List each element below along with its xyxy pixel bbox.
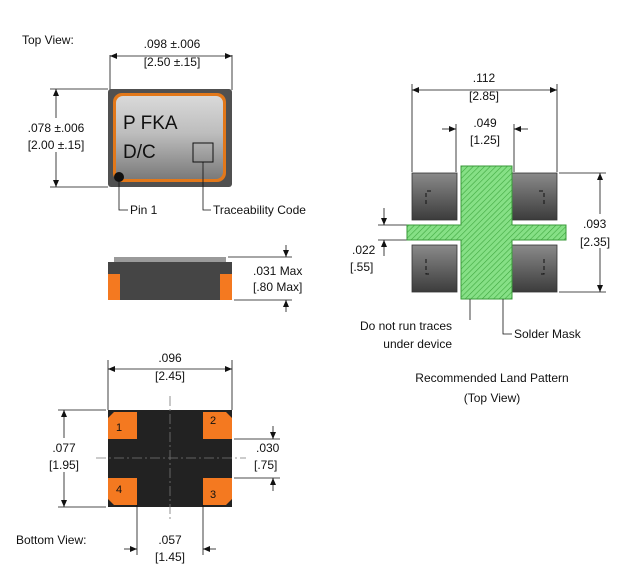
top-view-width-dimension: .098 ±.006 [2.50 ±.15] [109,37,233,90]
traceability-label: Traceability Code [213,203,306,217]
solder-mask-callout-line [502,299,512,335]
pad-3: 3 [203,478,232,505]
pad-4: 4 [108,478,137,505]
land-width-mm: [2.85] [469,89,499,103]
land-width-dimension: .112 [2.85] [411,71,558,172]
no-trace-keepout-area [406,165,567,300]
land-gap-dimension: .049 [1.25] [442,116,528,172]
land-gap-inch: .049 [473,116,497,130]
bottom-view: Bottom View: .096 [2.45] .077 [1.95] [16,351,280,564]
top-view-title: Top View: [22,33,74,47]
land-width-inch: .112 [473,71,496,85]
no-traces-line1: Do not run traces [360,319,452,333]
pad-pitch-mm: [1.45] [155,550,185,564]
solder-mask-label: Solder Mask [514,327,582,341]
top-width-inch: .098 ±.006 [144,37,201,51]
pin1-dot [114,172,124,182]
land-gap-mm: [1.25] [470,133,500,147]
side-terminal-right [220,274,232,300]
land-trace-dimension: .022 [.55] [350,208,408,274]
svg-text:2: 2 [210,415,216,427]
pad-2: 2 [203,412,232,439]
side-height-dimension: .031 Max [.80 Max] [228,245,302,312]
side-terminal-left [108,274,120,300]
land-pad-bottom-right [511,244,558,293]
top-height-mm: [2.00 ±.15] [28,138,85,152]
side-lid [114,257,226,262]
bottom-height-mm: [1.95] [49,458,79,472]
pad-size-mm: [.75] [254,458,277,472]
land-pattern-caption: Recommended Land Pattern [415,371,568,385]
side-height-mm: [.80 Max] [253,280,302,294]
land-pad-bottom-left [411,244,458,293]
bottom-width-dimension: .096 [2.45] [107,351,233,410]
pad-size-dimension: .030 [.75] [234,426,280,491]
land-height-dimension: .093 [2.35] [559,172,622,293]
bottom-width-inch: .096 [158,351,182,365]
side-body [108,262,232,300]
side-view: .031 Max [.80 Max] [108,245,302,312]
bottom-view-title: Bottom View: [16,533,86,547]
pin1-label: Pin 1 [130,203,158,217]
land-trace-inch: .022 [352,243,376,257]
top-width-mm: [2.50 ±.15] [144,55,201,69]
pad-pitch-inch: .057 [158,533,182,547]
bottom-height-dimension: .077 [1.95] [38,409,106,508]
top-view-callouts: Pin 1 Traceability Code [118,162,306,217]
package-marking-line1: P FKA [123,113,178,134]
top-view-height-dimension: .078 ±.006 [2.00 ±.15] [14,88,108,188]
svg-text:4: 4 [116,484,122,496]
package-top: P FKA D/C [108,89,232,187]
land-pad-top-left [411,172,458,221]
land-height-inch: .093 [583,217,607,231]
land-pad-top-right [511,172,558,221]
package-lid [116,96,223,179]
land-pattern: .112 [2.85] .049 [1.25] .093 [2.35] [350,71,622,405]
package-outline-dashed [425,190,545,275]
pad-pitch-dimension: .057 [1.45] [124,505,216,564]
svg-text:1: 1 [116,422,122,434]
pad-1: 1 [108,412,137,439]
top-view: Top View: .098 ±.006 [2.50 ±.15] .078 ±.… [14,33,306,217]
package-marking-line2: D/C [123,142,156,163]
pad-size-inch: .030 [256,441,280,455]
bottom-width-mm: [2.45] [155,369,185,383]
no-traces-line2: under device [383,337,452,351]
top-height-inch: .078 ±.006 [28,121,85,135]
side-height-inch: .031 Max [253,264,302,278]
land-pattern-caption-sub: (Top View) [464,391,520,405]
bottom-height-inch: .077 [52,441,76,455]
svg-text:3: 3 [210,489,216,501]
land-trace-mm: [.55] [350,260,373,274]
land-height-mm: [2.35] [580,235,610,249]
